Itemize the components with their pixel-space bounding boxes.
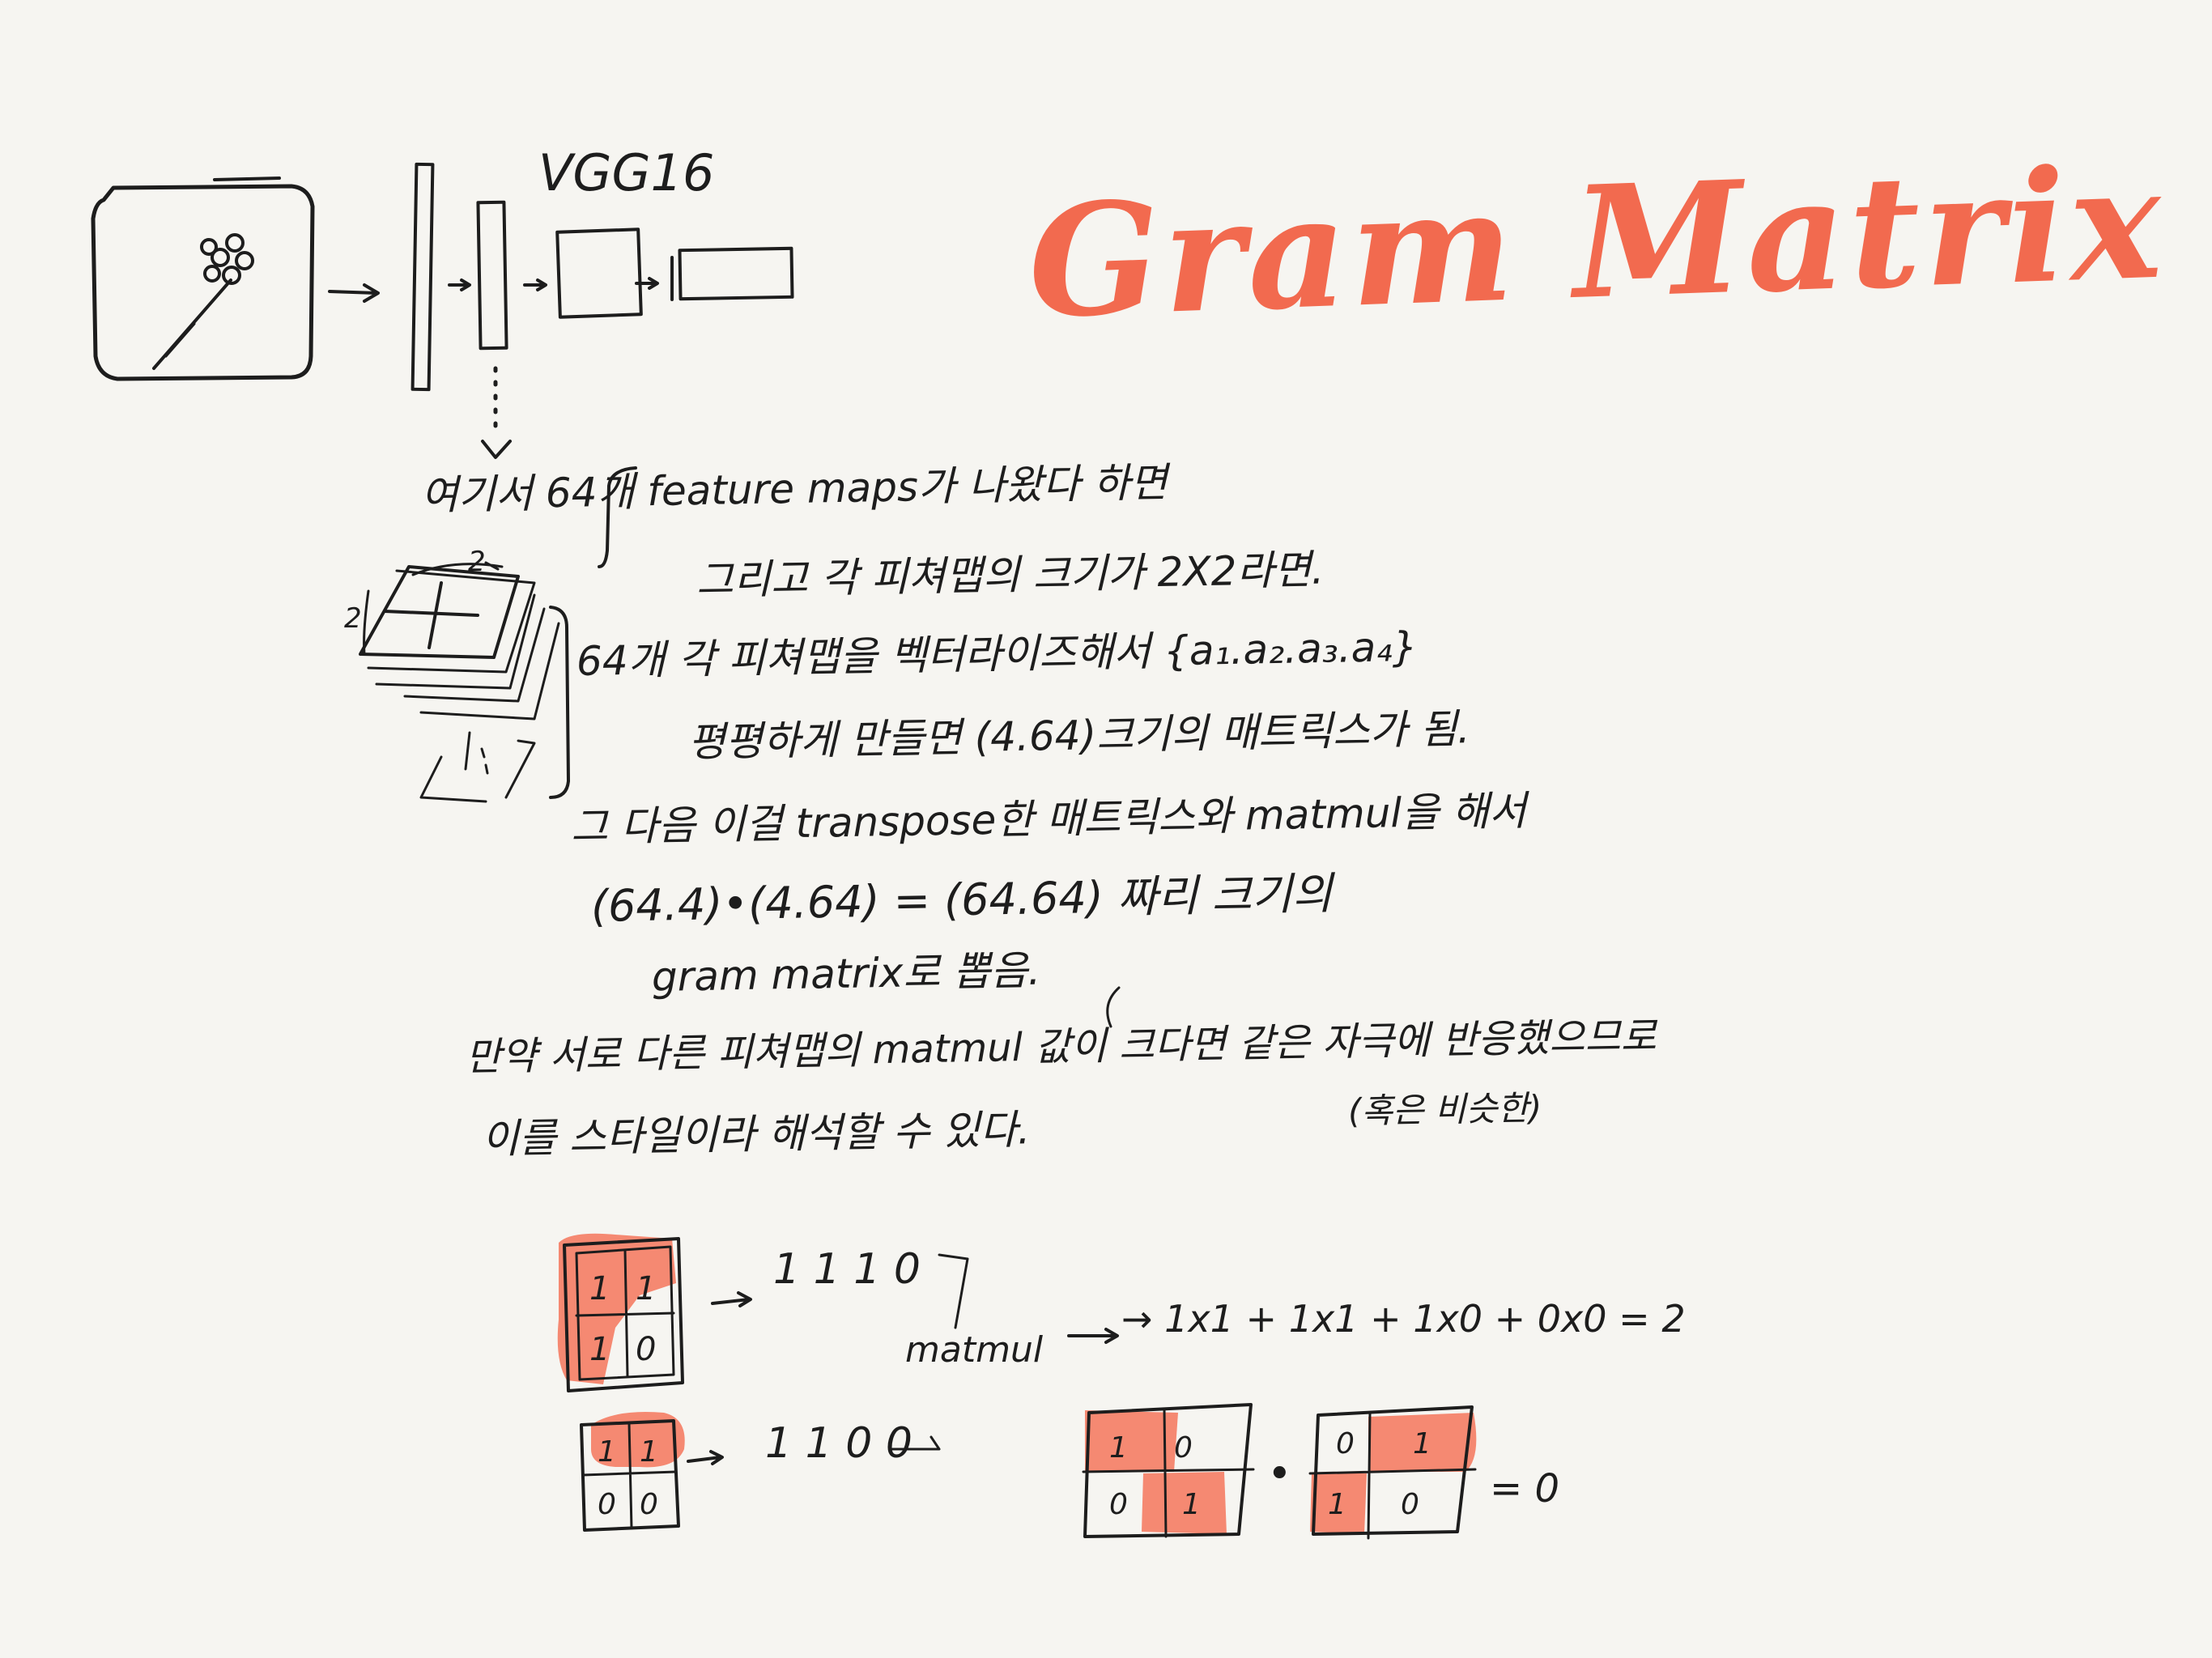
equals-zero: = 0 [1490,1466,1559,1511]
matrix-d-cell: 0 [1401,1488,1419,1521]
matrix-c-cell: 0 [1174,1431,1193,1465]
matrix-a-cell: 1 [589,1270,610,1307]
note-aside: (혹은 비슷한) [1347,1087,1542,1131]
arrow-icon [635,277,659,290]
matrix-d-frame [1312,1405,1474,1536]
vgg-layer-2 [476,200,508,351]
flower-icon [152,233,254,370]
matrix-b-cell: 1 [598,1435,616,1469]
arrow-head-icon [481,440,512,459]
matrix-values: 1 1 1 0 1 1 0 0 1 0 0 1 0 1 1 0 1 1 1 0 … [589,1245,1686,1521]
arrow-icon [687,1450,724,1465]
arrow-icon [1067,1328,1119,1344]
matrix-c-cell: 0 [1109,1488,1128,1521]
matrix-c-frame [1083,1403,1253,1538]
arrow-icon [448,278,471,291]
matrix-b-cell: 1 [640,1435,658,1469]
matrix-d-cell: 1 [1413,1427,1431,1460]
arrow-icon [711,1291,752,1307]
dot-operator: • [1267,1450,1292,1499]
vector-a-text: 1 1 1 0 [773,1245,921,1294]
arrow-icon [523,278,547,291]
vgg16-label: VGG16 [538,143,714,202]
vgg-layer-3 [555,227,643,319]
matrix-a-cell: 1 [589,1331,610,1368]
matrix-d-cell: 1 [1328,1488,1346,1521]
matrix-b-frame [580,1419,680,1532]
stack-width-label: 2 [468,546,486,578]
vector-b-text: 1 1 0 0 [765,1419,912,1468]
note-line-9: 이를 스타일이라 해석할 수 있다. [481,1106,1031,1163]
note-line-7: gram matrix로 뽑음. [651,946,1041,1001]
matrix-b-cell: 0 [598,1488,616,1521]
gram-example [557,1233,1477,1540]
matrix-a-frame [563,1237,684,1392]
matrix-b-highlight [591,1412,685,1468]
matrix-c-cell: 1 [1109,1431,1128,1465]
vgg-layer-1 [410,162,435,392]
matrix-b-cell: 0 [640,1488,658,1521]
matrix-a-cell: 0 [636,1331,656,1368]
matmul-expression: → 1x1 + 1x1 + 1x0 + 0x0 = 2 [1121,1297,1686,1341]
matrix-a-highlight [557,1233,676,1384]
matmul-label: matmul [905,1329,1044,1371]
stack-height-label: 2 [344,602,362,635]
matrix-d-cell: 0 [1336,1427,1355,1460]
vgg16-network-diagram: VGG16 [328,143,794,459]
vgg-layer-4 [678,246,794,301]
feature-map-stack: 2 2 [344,546,570,803]
annotation-stroke [598,466,637,568]
matrix-a-cell: 1 [636,1270,656,1307]
brace-icon [549,606,570,799]
matrix-c-cell: 1 [1182,1488,1201,1521]
arrow-icon [328,283,380,303]
input-image [91,176,315,381]
